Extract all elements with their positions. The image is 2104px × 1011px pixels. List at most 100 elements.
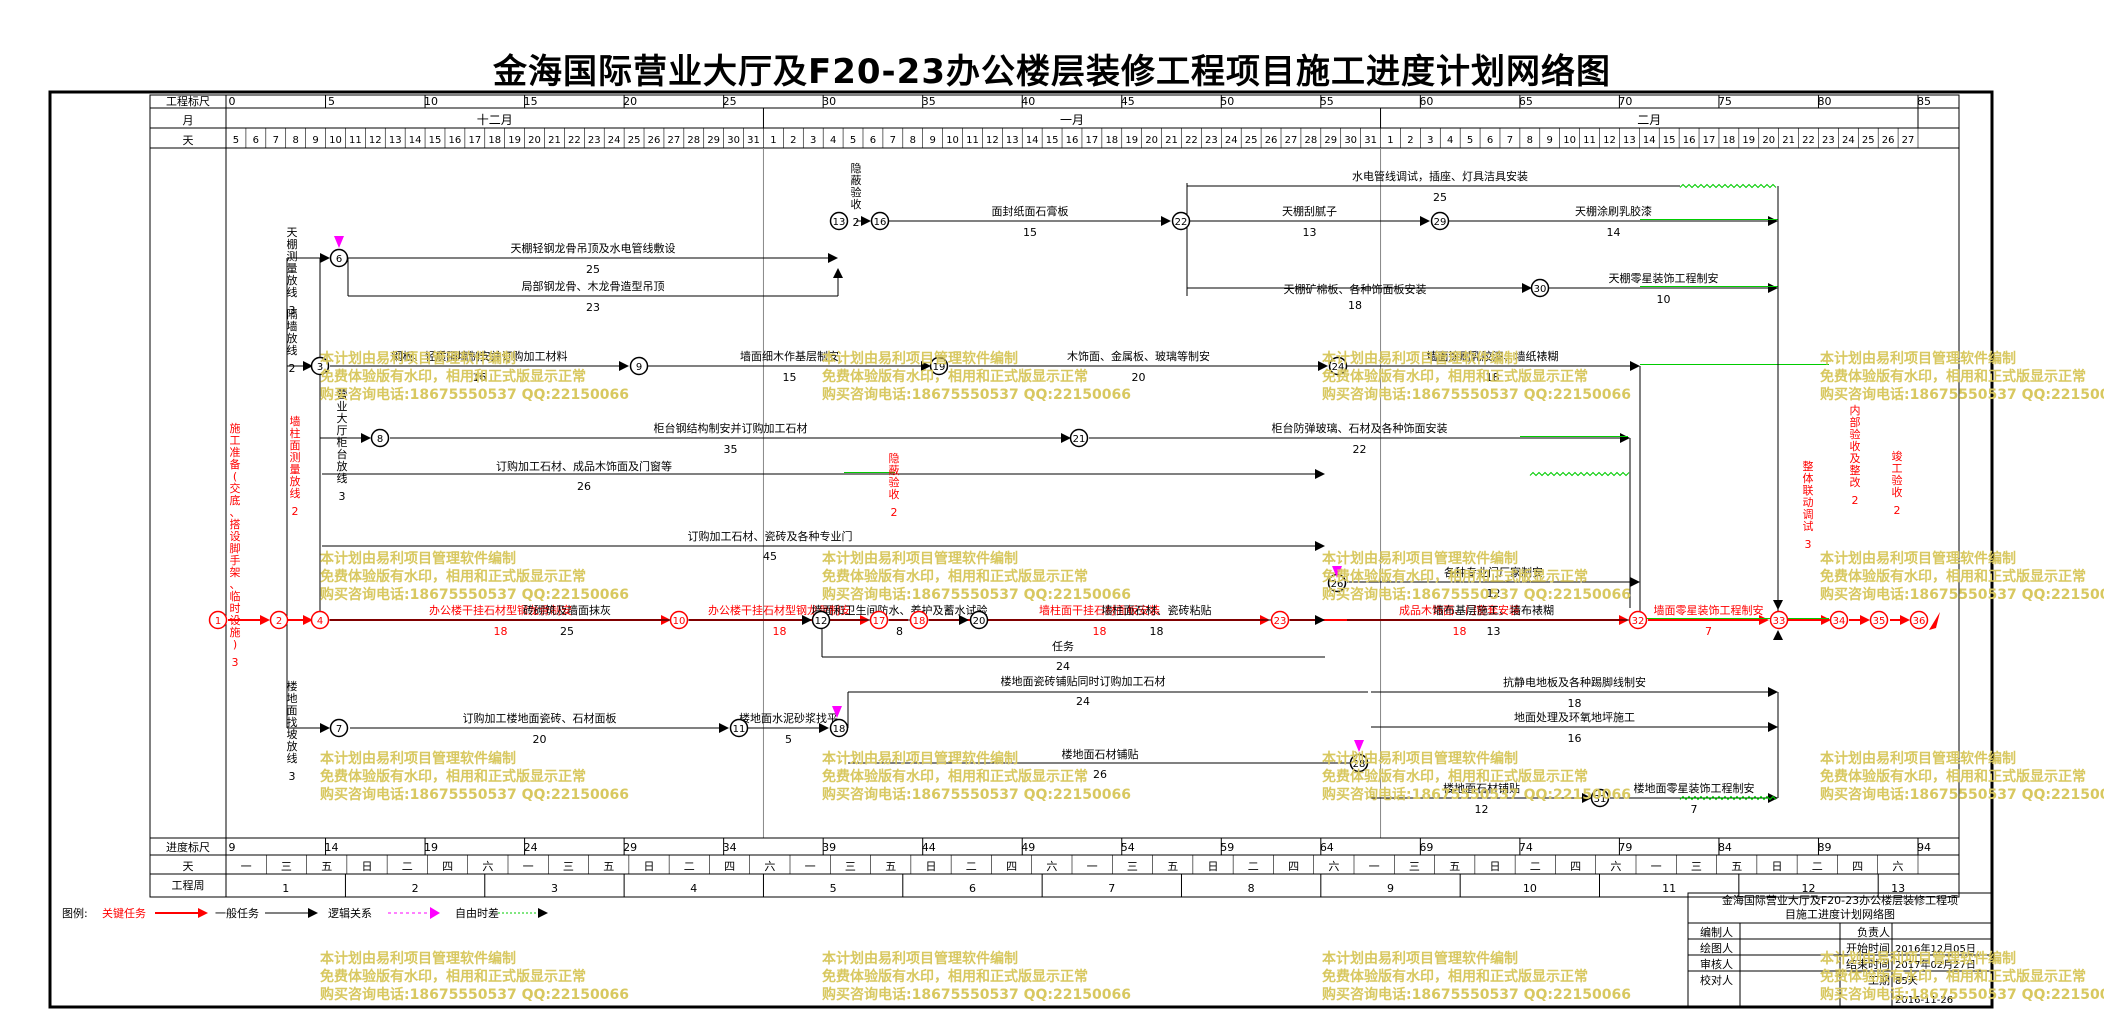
- task-duration: 15: [1023, 226, 1037, 239]
- progress-tick-label: 69: [1419, 841, 1433, 854]
- weekday-name: 日: [926, 860, 937, 873]
- node-number: 33: [1773, 616, 1786, 627]
- work-week-number: 9: [1387, 882, 1394, 895]
- day-number: 14: [1026, 135, 1039, 146]
- day-number: 20: [528, 135, 541, 146]
- vertical-task-label: 线: [287, 285, 298, 299]
- day-number: 8: [292, 135, 298, 146]
- node-number: 26: [1331, 579, 1344, 590]
- weekday-name: 四: [1570, 860, 1581, 873]
- work-week-number: 11: [1662, 882, 1676, 895]
- vertical-task-label: 动: [1803, 496, 1814, 509]
- vertical-task-label: 设: [230, 614, 241, 627]
- vertical-task-label: 天: [287, 226, 298, 239]
- vertical-task-label: 搭: [230, 518, 241, 531]
- task-arrowhead: [1315, 615, 1325, 625]
- title-block-key2: 开始时间: [1846, 941, 1890, 955]
- weekday-name: 一: [1651, 860, 1662, 873]
- work-week-number: 10: [1523, 882, 1537, 895]
- task-arrowhead: [1161, 216, 1171, 226]
- progress-tick-label: 49: [1021, 841, 1035, 854]
- vertical-task-label: 整: [1850, 463, 1861, 477]
- task-arrowhead: [1860, 615, 1870, 625]
- day-number: 19: [508, 135, 521, 146]
- vertical-task-label: 业: [337, 400, 348, 413]
- day-number: 17: [468, 135, 481, 146]
- weekday-name: 三: [1409, 860, 1420, 873]
- day-number: 24: [608, 135, 621, 146]
- node-number: 16: [874, 217, 887, 228]
- network-node: [1829, 610, 1849, 630]
- day-number: 5: [233, 135, 239, 146]
- network-node: [1349, 753, 1369, 773]
- day-number: 18: [488, 135, 501, 146]
- progress-tick-label: 54: [1121, 841, 1135, 854]
- node-number: 7: [336, 724, 342, 735]
- task-label: 天棚涂刷乳胶漆: [1575, 204, 1652, 218]
- network-node: [869, 610, 889, 630]
- task-label: 楼地面石材铺贴: [1062, 747, 1139, 761]
- day-number: 3: [1427, 135, 1433, 146]
- month-name: 一月: [1060, 113, 1084, 127]
- network-node: [1430, 211, 1450, 231]
- project-scale-tick-label: 50: [1220, 95, 1234, 108]
- vertical-task-label: 验: [1850, 427, 1861, 441]
- weekday-name: 三: [1691, 860, 1702, 873]
- day-number: 20: [1145, 135, 1158, 146]
- task-arrowhead: [1768, 216, 1778, 226]
- vertical-task-label: 、: [230, 578, 241, 591]
- day-number: 8: [1527, 135, 1533, 146]
- month-label: 月: [183, 114, 194, 127]
- title-block-date: 2016-11-26: [1895, 995, 1953, 1006]
- node-number: 10: [673, 616, 686, 627]
- vertical-task-label: 施: [230, 626, 241, 639]
- task-arrowhead: [303, 615, 313, 625]
- day-number: 5: [1467, 135, 1473, 146]
- day-number: 18: [1105, 135, 1118, 146]
- project-scale-tick-label: 45: [1121, 95, 1135, 108]
- weekday-name: 二: [1812, 860, 1823, 873]
- node-number: 35: [1873, 616, 1886, 627]
- day-number: 7: [890, 135, 896, 146]
- vertical-task-label: 蔽: [851, 174, 862, 187]
- day-number: 25: [1862, 135, 1875, 146]
- vertical-task-duration: 3: [232, 656, 239, 669]
- vertical-task-label: 测: [287, 250, 298, 263]
- task-label: 墙柱面石材、瓷砖粘贴: [1102, 603, 1212, 617]
- day-number: 10: [329, 135, 342, 146]
- task-duration: 16: [473, 371, 487, 384]
- network-node: [1590, 788, 1610, 808]
- task-arrowhead: [1315, 469, 1325, 479]
- task-arrowhead: [1061, 433, 1071, 443]
- task-duration: 13: [1487, 625, 1501, 638]
- day-number: 10: [1563, 135, 1576, 146]
- task-duration: 20: [1132, 371, 1146, 384]
- vertical-task-label: 隐: [851, 162, 862, 175]
- weekday-name: 三: [281, 860, 292, 873]
- vertical-task-label: 放: [290, 474, 301, 488]
- day-number: 28: [687, 135, 700, 146]
- node-number: 12: [815, 616, 828, 627]
- task-duration: 14: [1607, 226, 1621, 239]
- chart-frame: [149, 94, 1960, 898]
- vertical-task-label: 施: [230, 422, 241, 435]
- legend-normal-arrow: [308, 908, 318, 918]
- legend-float-label: 自由时差: [455, 906, 499, 920]
- vertical-task-label: 放: [337, 459, 348, 473]
- weekday-name: 五: [1167, 860, 1178, 873]
- task-duration: 26: [577, 480, 591, 493]
- day-number: 8: [910, 135, 916, 146]
- day-number: 30: [1344, 135, 1357, 146]
- day-number: 22: [568, 135, 581, 146]
- task-label: 天棚矿棉板、各种饰面板安装: [1284, 282, 1427, 296]
- task-duration: 24: [1076, 695, 1090, 708]
- progress-tick-label: 19: [424, 841, 438, 854]
- task-label: 墙面零星装饰工程制安: [1654, 603, 1764, 617]
- task-label: 办公楼干挂石材型钢龙骨制安: [429, 603, 572, 617]
- weekday-name: 六: [482, 860, 493, 873]
- network-node: [310, 356, 330, 376]
- vertical-task-label: 设: [230, 530, 241, 543]
- vertical-task-label: 墙: [290, 414, 301, 428]
- weekday-name: 三: [845, 860, 856, 873]
- task-duration: 12: [1475, 803, 1489, 816]
